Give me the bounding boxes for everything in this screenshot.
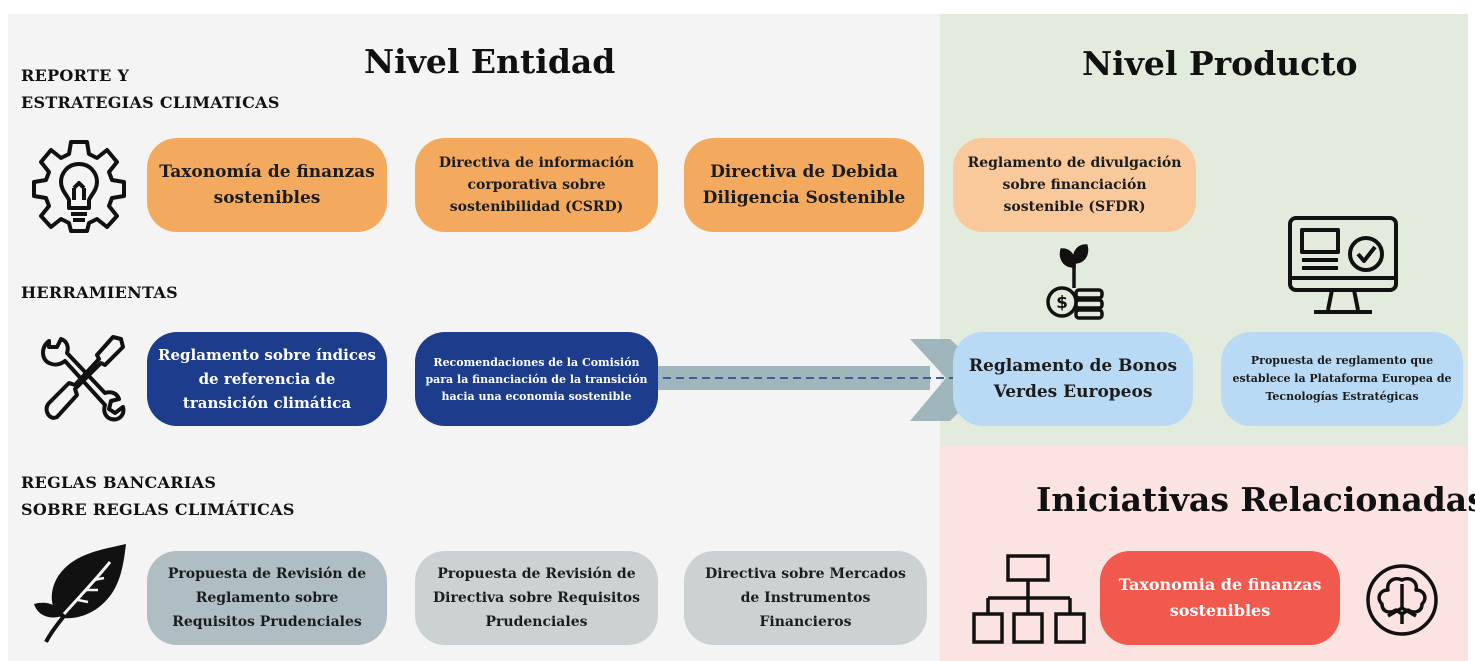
monitor-check-icon: [1288, 216, 1398, 314]
taxonomy-box: Taxonomía de finanzas sostenibles: [147, 138, 387, 232]
crd-box: Propuesta de Revisión de Directiva sobre…: [415, 551, 658, 645]
reporting-label-line2: ESTRATEGIAS CLIMATICAS: [21, 93, 280, 112]
wrench-screwdriver-icon: [41, 335, 126, 422]
reporting-section-label: REPORTE Y ESTRATEGIAS CLIMATICAS: [21, 62, 280, 116]
related-taxonomy-label: Taxonomia de finanzas sostenibles: [1118, 575, 1322, 620]
taxonomy-label: Taxonomía de finanzas sostenibles: [159, 162, 375, 208]
benchmarks-box: Reglamento sobre índices de referencia d…: [147, 332, 387, 426]
related-taxonomy-box: Taxonomia de finanzas sostenibles: [1100, 551, 1340, 645]
csrd-label: Directiva de información corporativa sob…: [438, 155, 635, 215]
crd-label: Propuesta de Revisión de Directiva sobre…: [432, 566, 640, 630]
coin-plant-icon: $: [1046, 244, 1104, 320]
crr-box: Propuesta de Revisión de Reglamento sobr…: [147, 551, 387, 645]
banking-label-line2: SOBRE REGLAS CLIMÁTICAS: [21, 500, 295, 519]
lightbulb-gear-icon: [32, 140, 126, 233]
svg-text:$: $: [1056, 293, 1068, 313]
recommendations-box: Recomendaciones de la Comisión para la f…: [415, 332, 658, 426]
reporting-label-line1: REPORTE Y: [21, 66, 130, 85]
arrow-icon: [640, 339, 992, 421]
green-bonds-label: Reglamento de Bonos Verdes Europeos: [968, 356, 1178, 402]
tools-section-label: HERRAMIENTAS: [21, 283, 178, 302]
due-diligence-box: Directiva de Debida Diligencia Sostenibl…: [684, 138, 924, 232]
banking-label-line1: REGLAS BANCARIAS: [21, 473, 217, 492]
sfdr-label: Reglamento de divulgación sobre financia…: [967, 155, 1182, 215]
product-level-heading: Nivel Producto: [1082, 44, 1358, 83]
csrd-box: Directiva de información corporativa sob…: [415, 138, 658, 232]
platform-label: Propuesta de reglamento que establece la…: [1232, 354, 1452, 403]
entity-level-heading: Nivel Entidad: [364, 42, 616, 81]
leaf-icon: [34, 544, 126, 643]
mifid-label: Directiva sobre Mercados de Instrumentos…: [705, 566, 906, 630]
banking-section-label: REGLAS BANCARIAS SOBRE REGLAS CLIMÁTICAS: [21, 469, 295, 523]
recommendations-label: Recomendaciones de la Comisión para la f…: [425, 355, 648, 403]
green-bonds-box: Reglamento de Bonos Verdes Europeos: [953, 332, 1193, 426]
due-diligence-label: Directiva de Debida Diligencia Sostenibl…: [702, 162, 906, 208]
org-chart-icon: [972, 554, 1086, 644]
sfdr-box: Reglamento de divulgación sobre financia…: [953, 138, 1196, 232]
platform-box: Propuesta de reglamento que establece la…: [1221, 332, 1463, 426]
cotton-flower-icon: [1366, 564, 1438, 636]
crr-label: Propuesta de Revisión de Reglamento sobr…: [167, 566, 367, 630]
related-initiatives-heading: Iniciativas Relacionadas: [1036, 480, 1475, 519]
benchmarks-label: Reglamento sobre índices de referencia d…: [158, 346, 376, 412]
mifid-box: Directiva sobre Mercados de Instrumentos…: [684, 551, 927, 645]
